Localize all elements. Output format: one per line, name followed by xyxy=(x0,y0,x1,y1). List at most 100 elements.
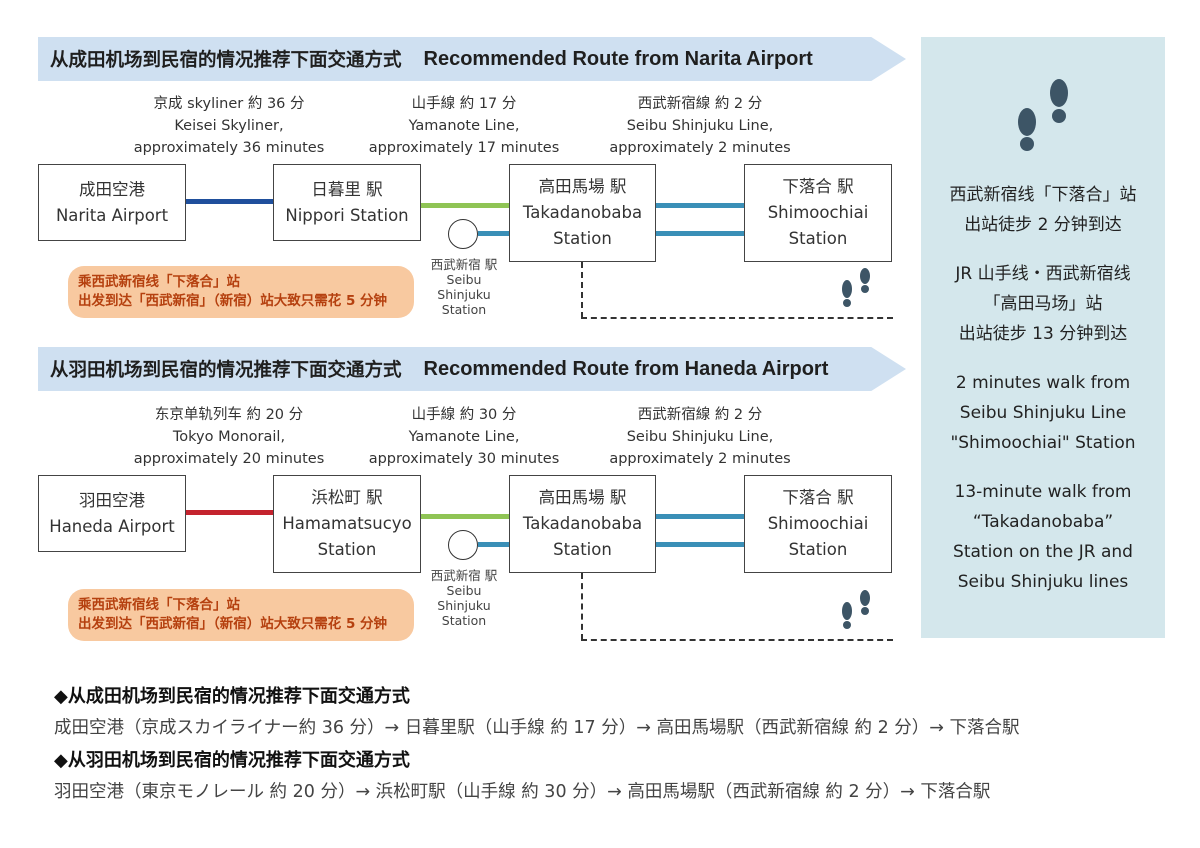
station-narita-airport: 成田空港 Narita Airport xyxy=(38,164,186,241)
yamanote-line xyxy=(421,514,510,519)
station-name-en: Narita Airport xyxy=(55,205,169,225)
seibu-line-lower xyxy=(655,231,745,236)
station-takadanobaba: 高田馬場 駅 Takadanobaba Station xyxy=(509,475,656,573)
sidebar-en-shimoochiai: 2 minutes walk from Seibu Shinjuku Line … xyxy=(921,368,1165,458)
note-line: 乘西武新宿线「下落合」站 xyxy=(78,597,240,613)
station-name-jp: 高田馬場 駅 xyxy=(538,488,627,507)
station-nippori: 日暮里 駅 Nippori Station xyxy=(273,164,421,241)
footprints-small-icon xyxy=(842,268,870,307)
segment-line: 东京单轨列车 約 20 分 xyxy=(154,407,304,423)
narita-segment-yamanote: 山手線 約 17 分 Yamanote Line, approximately … xyxy=(369,93,560,159)
sidebar-line: 出站徒步 13 分钟到达 xyxy=(958,324,1128,344)
sidebar-cn-shimoochiai: 西武新宿线「下落合」站 出站徒步 2 分钟到达 xyxy=(921,180,1165,240)
segment-line: 西武新宿線 約 2 分 xyxy=(637,407,763,423)
walking-info-panel xyxy=(921,37,1165,638)
segment-line: Yamanote Line, xyxy=(408,429,520,445)
station-name-en: Shimoochiai xyxy=(767,203,869,222)
bottom-narita-route: 成田空港（京成スカイライナー約 36 分）→ 日暮里駅（山手線 約 17 分）→… xyxy=(54,718,1020,738)
haneda-banner-en: Recommended Route from Haneda Airport xyxy=(423,357,829,380)
label-line: 西武新宿 駅 xyxy=(430,568,498,583)
keisei-line xyxy=(185,199,274,204)
footprints-icon xyxy=(1018,79,1068,151)
station-name-en: Takadanobaba xyxy=(522,514,643,533)
segment-line: 山手線 約 30 分 xyxy=(411,407,517,423)
walk-path-vertical xyxy=(581,262,583,318)
haneda-route-banner: 从羽田机场到民宿的情况推荐下面交通方式 Recommended Route fr… xyxy=(38,347,906,391)
station-name-en: Station xyxy=(553,229,612,248)
seibu-shinjuku-station-icon xyxy=(448,219,478,249)
sidebar-line: Seibu Shinjuku lines xyxy=(957,572,1129,592)
narita-banner-en: Recommended Route from Narita Airport xyxy=(423,47,813,70)
station-name-en: Station xyxy=(317,540,377,559)
note-line: 乘西武新宿线「下落合」站 xyxy=(78,274,240,290)
footprints-small-icon xyxy=(842,590,870,629)
note-line: 出发到达「西武新宿」（新宿）站大致只需花 5 分钟 xyxy=(78,616,388,632)
sidebar-line: Station on the JR and xyxy=(953,542,1133,562)
station-shimoochiai: 下落合 駅 Shimoochiai Station xyxy=(744,475,892,573)
walk-path-horizontal xyxy=(581,639,893,641)
sidebar-line: JR 山手线・西武新宿线 xyxy=(955,264,1131,284)
bottom-narita-heading: ◆从成田机场到民宿的情况推荐下面交通方式 xyxy=(54,686,410,707)
segment-line: approximately 17 minutes xyxy=(368,140,560,156)
seibu-line-lower xyxy=(655,542,745,547)
segment-line: Keisei Skyliner, xyxy=(174,118,284,134)
segment-line: approximately 2 minutes xyxy=(609,140,791,156)
station-name-jp: 下落合 駅 xyxy=(782,177,854,196)
station-name-en: Haneda Airport xyxy=(49,516,175,536)
haneda-banner-cn: 从羽田机场到民宿的情况推荐下面交通方式 xyxy=(50,360,402,381)
label-line: 西武新宿 駅 xyxy=(430,257,498,272)
station-name-en: Station xyxy=(788,540,848,559)
seibu-line-upper xyxy=(655,203,745,208)
haneda-segment-seibu: 西武新宿線 約 2 分 Seibu Shinjuku Line, approxi… xyxy=(609,404,790,470)
sidebar-en-takadanobaba: 13-minute walk from “Takadanobaba” Stati… xyxy=(921,477,1165,597)
station-takadanobaba: 高田馬場 駅 Takadanobaba Station xyxy=(509,164,656,262)
note-line: 出发到达「西武新宿」（新宿）站大致只需花 5 分钟 xyxy=(78,293,388,309)
bottom-haneda-heading: ◆从羽田机场到民宿的情况推荐下面交通方式 xyxy=(54,750,410,771)
segment-line: approximately 20 minutes xyxy=(133,451,325,467)
station-name-en: Takadanobaba xyxy=(522,203,643,222)
sidebar-line: 2 minutes walk from xyxy=(955,373,1131,393)
narita-segment-keisei: 京成 skyliner 約 36 分 Keisei Skyliner, appr… xyxy=(134,93,325,159)
station-name-en: Station xyxy=(788,229,848,248)
seibu-shinjuku-station-label: 西武新宿 駅 Seibu Shinjuku Station xyxy=(431,568,497,628)
label-line: Station xyxy=(441,302,487,317)
segment-line: approximately 30 minutes xyxy=(368,451,560,467)
station-hamamatsucyo: 浜松町 駅 Hamamatsucyo Station xyxy=(273,475,421,573)
label-line: Shinjuku xyxy=(437,598,491,613)
seibu-line-upper xyxy=(655,514,745,519)
seibu-branch-line xyxy=(478,542,510,547)
narita-route-banner: 从成田机场到民宿的情况推荐下面交通方式 Recommended Route fr… xyxy=(38,37,906,81)
station-name-en: Shimoochiai xyxy=(767,514,869,533)
sidebar-line: 「高田马场」站 xyxy=(983,294,1103,314)
narita-transfer-note: 乘西武新宿线「下落合」站 出发到达「西武新宿」（新宿）站大致只需花 5 分钟 xyxy=(68,266,414,318)
label-line: Station xyxy=(441,613,487,628)
segment-line: Tokyo Monorail, xyxy=(172,429,286,445)
station-name-en: Nippori Station xyxy=(285,205,409,225)
yamanote-line xyxy=(421,203,510,208)
seibu-branch-line xyxy=(478,231,510,236)
station-name-jp: 日暮里 駅 xyxy=(311,179,383,199)
label-line: Seibu xyxy=(446,583,482,598)
haneda-segment-monorail: 东京单轨列车 約 20 分 Tokyo Monorail, approximat… xyxy=(134,404,325,470)
seibu-shinjuku-station-icon xyxy=(448,530,478,560)
seibu-shinjuku-station-label: 西武新宿 駅 Seibu Shinjuku Station xyxy=(431,257,497,317)
sidebar-cn-takadanobaba: JR 山手线・西武新宿线 「高田马场」站 出站徒步 13 分钟到达 xyxy=(921,259,1165,349)
segment-line: Seibu Shinjuku Line, xyxy=(626,429,774,445)
sidebar-line: 出站徒步 2 分钟到达 xyxy=(964,215,1122,235)
station-name-en: Hamamatsucyo xyxy=(282,514,412,533)
station-shimoochiai: 下落合 駅 Shimoochiai Station xyxy=(744,164,892,262)
segment-line: Seibu Shinjuku Line, xyxy=(626,118,774,134)
station-name-jp: 成田空港 xyxy=(79,179,145,199)
bottom-haneda-route: 羽田空港（東京モノレール 約 20 分）→ 浜松町駅（山手線 約 30 分）→ … xyxy=(54,782,991,802)
sidebar-line: Seibu Shinjuku Line xyxy=(959,403,1127,423)
segment-line: 山手線 約 17 分 xyxy=(411,96,517,112)
station-name-jp: 高田馬場 駅 xyxy=(538,177,627,196)
haneda-segment-yamanote: 山手線 約 30 分 Yamanote Line, approximately … xyxy=(369,404,560,470)
sidebar-line: “Takadanobaba” xyxy=(972,512,1114,532)
narita-segment-seibu: 西武新宿線 約 2 分 Seibu Shinjuku Line, approxi… xyxy=(609,93,790,159)
sidebar-line: 西武新宿线「下落合」站 xyxy=(949,185,1137,205)
sidebar-line: 13-minute walk from xyxy=(954,482,1132,502)
station-name-jp: 下落合 駅 xyxy=(782,488,854,507)
walk-path-horizontal xyxy=(581,317,893,319)
station-haneda-airport: 羽田空港 Haneda Airport xyxy=(38,475,186,552)
